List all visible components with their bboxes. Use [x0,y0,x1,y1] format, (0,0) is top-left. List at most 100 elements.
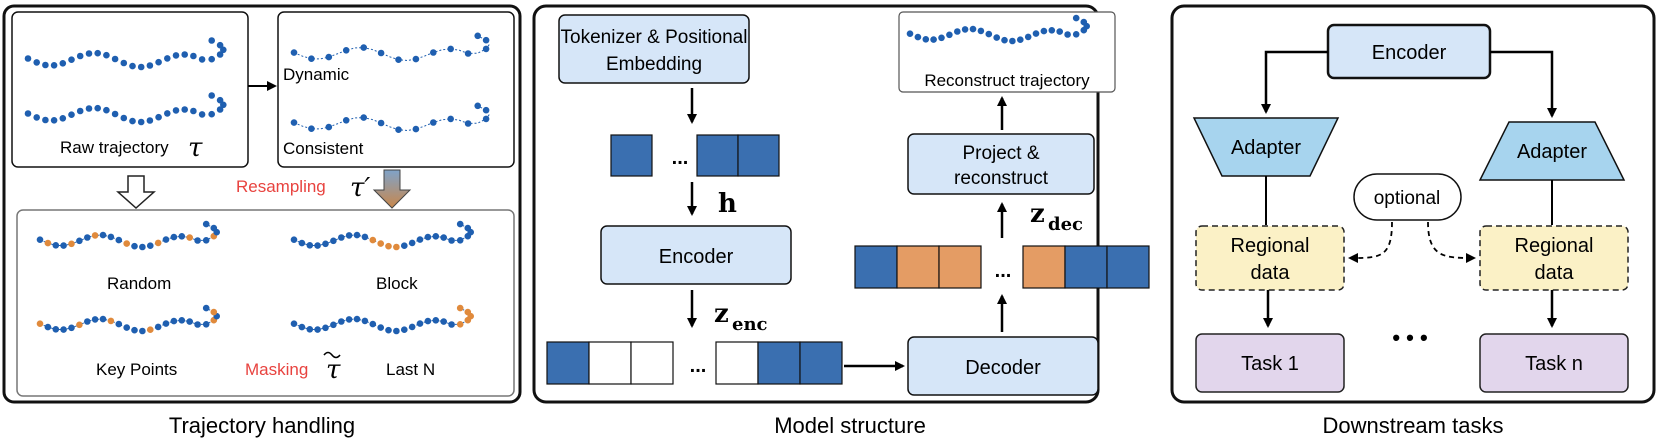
trajectory-point [198,111,206,118]
trajectory-point [393,327,400,335]
tokenizer-label-line1: Tokenizer & Positional [561,27,748,48]
trajectory-point [969,25,977,33]
trajectory-point [322,240,329,248]
trajectory-point [111,110,119,118]
masked-point [464,308,472,316]
masking-box: Random Block Key Points Masking τ Last N [16,209,515,397]
trajectory-point [930,36,937,43]
project-label-line1: Project & [962,143,1039,164]
decoder-label: Decoder [965,357,1041,379]
trajectory-point [52,326,60,333]
trajectory-point [139,243,146,251]
trajectory-point [946,31,953,39]
trajectory-point [985,30,993,38]
trajectory-point [408,323,416,331]
trajectory-point [33,114,40,121]
token [757,341,801,385]
trajectory-point [1056,28,1063,35]
tokenizer-box: Tokenizer & Positional Embedding [558,14,750,84]
lastn-label: Last N [386,360,435,379]
tau-symbol: τ [188,133,203,163]
reconstructed-token [938,245,982,289]
trajectory-point [68,111,75,118]
downstream-encoder-box: Encoder [1326,23,1492,80]
trajectory-point [385,326,392,334]
trajectory-point [181,106,188,113]
trajectory-point [298,323,306,331]
trajectory-point [208,55,215,63]
trajectory-point [914,33,922,41]
trajectory-point [208,110,215,118]
trajectory-point [448,237,455,244]
trajectory-point [308,125,315,132]
trajectory-point [377,49,385,57]
right-adapter: Adapter [1478,121,1626,181]
trajectory-point [361,317,369,325]
trajectory-point [181,51,188,58]
trajectory-point [155,58,162,66]
trajectory-point [353,315,361,323]
masked-point [456,321,464,328]
trajectory-point [220,46,227,54]
tasks-ellipsis: • • • [1392,325,1427,350]
raw-trajectory-plot-2 [24,92,227,126]
trajectory-point [482,106,490,114]
model-encoder-label: Encoder [659,246,734,268]
trajectory-point [190,52,197,60]
token [696,134,739,177]
masked-point [393,243,400,251]
trajectory-point [401,242,408,249]
trajectory-handling-caption: Trajectory handling [169,413,355,438]
trajectory-point [50,117,58,124]
raw-trajectory-box: Raw trajectory τ [11,11,249,168]
masked-point [154,239,162,247]
masked-token [630,341,674,385]
trajectory-point [115,320,123,328]
task-n-box: Task n [1479,333,1629,393]
masked-point [36,320,44,328]
trajectory-point [59,115,67,122]
trajectory-point [1017,36,1024,43]
encoder-to-left-adapter-arrow [1261,50,1328,114]
trajectory-point [314,326,321,333]
random-mask-plot [36,220,220,251]
trajectory-point [85,50,93,57]
trajectory-point [59,60,67,67]
token [799,341,843,385]
token [737,134,780,177]
trajectory-point [1009,37,1016,45]
trajectory-point [170,317,178,325]
trajectory-point [961,26,969,33]
token-ellipsis: ... [672,147,689,169]
trajectory-point [369,320,377,328]
trajectory-point [474,32,482,40]
masked-point [456,304,464,312]
right-regional-data-box: Regional data [1479,225,1629,291]
trajectory-point [308,55,315,62]
trajectory-point [482,36,490,44]
right-adapter-label: Adapter [1517,141,1587,163]
trajectory-point [146,117,154,124]
trajectory-point [208,92,215,99]
trajectory-point [330,321,337,329]
left-regional-label-line1: Regional [1231,235,1310,257]
model-structure-caption: Model structure [774,413,926,438]
model-structure-panel: Tokenizer & Positional Embedding ... h E… [532,4,1150,438]
trajectory-point [190,107,197,115]
trajectory-point [412,55,420,63]
trajectory-point [1072,14,1080,22]
trajectory-point [401,326,408,334]
trajectory-point [416,320,424,327]
downstream-tasks-caption: Downstream tasks [1323,413,1504,438]
trajectory-point [474,102,482,110]
token [610,134,653,177]
trajectory-point [216,51,224,58]
trajectory-point [84,234,91,241]
trajectory-point [50,62,58,69]
masked-point [210,308,218,316]
trajectory-point [60,326,67,333]
task-n-label: Task n [1525,353,1583,375]
trajectory-point [353,231,361,239]
trajectory-point [1001,36,1008,44]
trajectory-point [91,316,99,323]
